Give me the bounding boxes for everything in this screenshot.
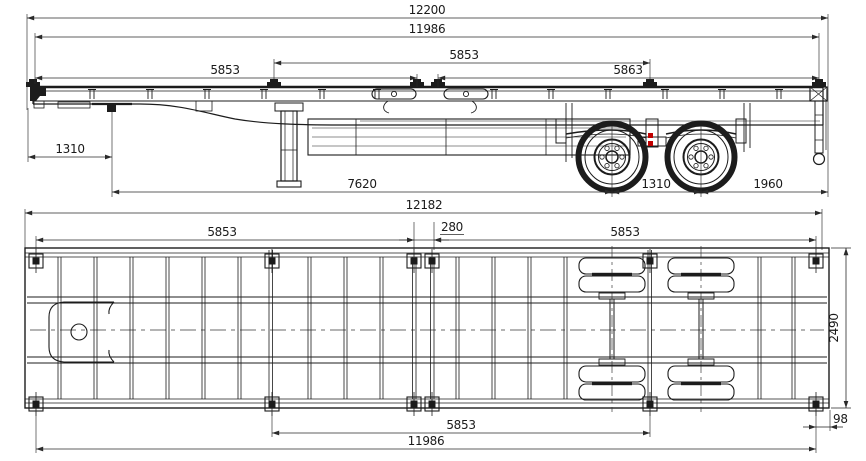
dim-frame-length: 11986 bbox=[34, 22, 820, 84]
twist-lock-icon bbox=[812, 79, 826, 87]
side-view: 12200 11986 5853 5853 5863 1310 bbox=[26, 3, 829, 197]
lock-columns bbox=[268, 250, 652, 406]
dim-plan-overall-width: 2490 bbox=[827, 247, 851, 409]
dim-rear-overhang: 1960 bbox=[701, 177, 828, 195]
twist-lock-icon bbox=[643, 79, 657, 87]
plan-view: 5853 280 5853 2490 98 bbox=[24, 220, 851, 453]
dim-front-span: 5853 bbox=[35, 63, 418, 87]
dim-text: 280 bbox=[441, 220, 463, 234]
dim-plan-frame-length: 11986 bbox=[35, 412, 816, 453]
dim-plan-front-span: 5853 bbox=[35, 225, 414, 250]
dim-plan-rear-span: 5853 bbox=[434, 225, 817, 250]
dim-text: 98 bbox=[833, 412, 848, 426]
cross-members bbox=[57, 257, 796, 399]
dim-text: 11986 bbox=[408, 434, 445, 448]
dim-plan-rear-lock-offset: 98 bbox=[803, 410, 848, 453]
dim-kingpin-to-axle: 7620 bbox=[112, 126, 702, 197]
plan-axle-front bbox=[578, 246, 646, 412]
dim-text: 5853 bbox=[449, 48, 478, 62]
dim-text: 5853 bbox=[446, 418, 475, 432]
dim-text: 5853 bbox=[207, 225, 236, 239]
dim-plan-mid-span: 5853 bbox=[271, 412, 651, 437]
plan-frame bbox=[24, 247, 830, 409]
twist-lock-icon bbox=[267, 79, 281, 87]
dim-text: 1960 bbox=[753, 177, 782, 191]
twist-lock-icon bbox=[406, 391, 422, 417]
dim-frame-overall: 12182 bbox=[24, 198, 823, 250]
plan-axle-rear bbox=[667, 246, 735, 412]
twist-lock-icon bbox=[424, 248, 440, 274]
twist-lock-icon bbox=[808, 248, 824, 274]
landing-gear bbox=[274, 102, 304, 188]
brake-chamber-accent bbox=[648, 133, 653, 138]
dim-plan-center-gap: 280 bbox=[399, 220, 464, 250]
rear-end bbox=[809, 86, 828, 166]
dim-text: 7620 bbox=[347, 177, 376, 191]
dim-text: 1310 bbox=[641, 177, 670, 191]
dim-text: 5853 bbox=[210, 63, 239, 77]
dim-text: 12200 bbox=[409, 3, 446, 17]
mid-lock-pads bbox=[371, 88, 489, 114]
dim-text: 12182 bbox=[406, 198, 443, 212]
dim-text: 2490 bbox=[827, 313, 841, 342]
kingpin-hole bbox=[70, 323, 88, 341]
dim-text: 5853 bbox=[610, 225, 639, 239]
dim-text: 11986 bbox=[409, 22, 446, 36]
dim-mid-span: 5853 bbox=[273, 48, 651, 79]
twist-lock-icon bbox=[26, 79, 40, 87]
twist-lock-icon bbox=[424, 391, 440, 417]
suspension bbox=[555, 103, 751, 162]
twist-lock-icon bbox=[264, 248, 280, 274]
kingpin bbox=[92, 102, 132, 112]
dim-text: 1310 bbox=[55, 142, 84, 156]
brake-chamber-accent bbox=[648, 141, 653, 146]
dim-axle-spacing: 1310 bbox=[612, 177, 701, 195]
dim-rear-span: 5863 bbox=[437, 63, 819, 87]
twist-lock-icon bbox=[28, 248, 44, 274]
front-corner bbox=[30, 87, 213, 112]
dim-kingpin-offset: 1310 bbox=[27, 108, 113, 197]
dim-text: 5863 bbox=[613, 63, 642, 77]
kingpin-plate bbox=[48, 301, 115, 363]
dim-overall-length: 12200 bbox=[26, 3, 829, 197]
twist-lock-icon bbox=[406, 248, 422, 274]
